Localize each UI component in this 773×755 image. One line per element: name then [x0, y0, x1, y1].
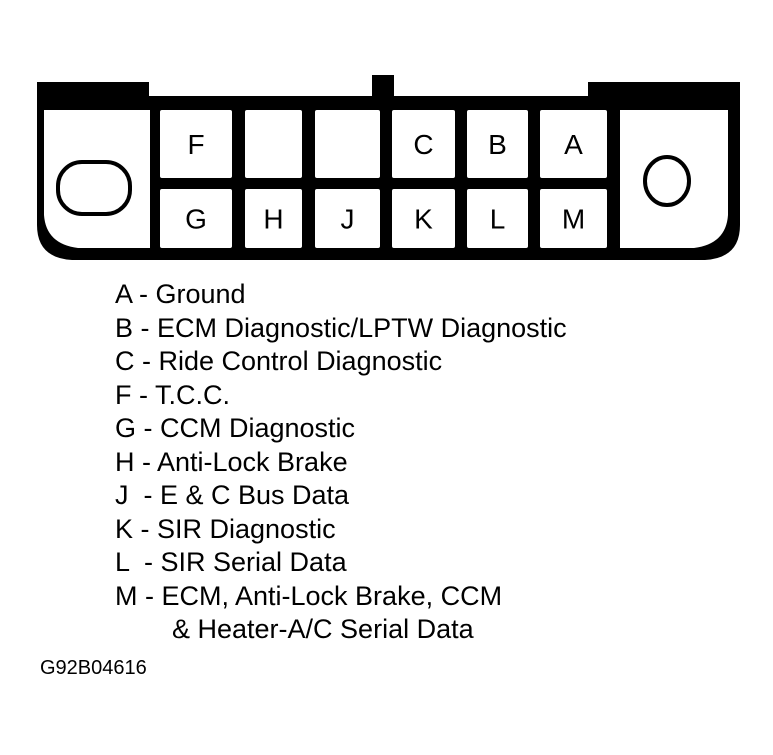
pin-label: K [414, 204, 433, 235]
pin-label: L [490, 204, 506, 235]
legend-item: L - SIR Serial Data [115, 547, 347, 577]
pin-cavity [160, 110, 232, 178]
legend-item: H - Anti-Lock Brake [115, 446, 348, 477]
legend-item: F - T.C.C. [115, 379, 231, 410]
pin-label: H [263, 204, 283, 235]
pin-cavity [540, 110, 607, 178]
pin-label: M [562, 204, 585, 235]
pin-label: G [185, 204, 207, 235]
pin-cavity [315, 189, 380, 248]
pin-label: C [413, 129, 433, 160]
legend-item: G - CCM Diagnostic [115, 413, 356, 443]
pin-cavity [245, 189, 302, 248]
legend-item: A - Ground [115, 279, 246, 309]
legend-item: B - ECM Diagnostic/LPTW Diagnostic [115, 312, 567, 343]
pin-label: F [187, 129, 204, 160]
legend-item-continuation: & Heater-A/C Serial Data [172, 614, 474, 644]
pin-cavity [315, 110, 380, 178]
legend-item: J - E & C Bus Data [115, 480, 350, 510]
pin-cavity [160, 189, 232, 248]
pin-label: A [564, 129, 583, 160]
pin-cavity [245, 110, 302, 178]
legend-item: M - ECM, Anti-Lock Brake, CCM [115, 580, 503, 611]
pin-cavity [540, 189, 607, 248]
legend-item: K - SIR Diagnostic [115, 513, 336, 544]
left-oval-hole [56, 160, 132, 216]
pin-label: J [341, 204, 355, 235]
pin-legend: A - Ground B - ECM Diagnostic/LPTW Diagn… [115, 278, 567, 647]
pin-cavity [392, 189, 455, 248]
pin-cavity [467, 110, 528, 178]
right-round-hole [643, 155, 691, 207]
pin-label: B [488, 129, 507, 160]
legend-item: C - Ride Control Diagnostic [115, 346, 443, 376]
figure-id: G92B04616 [40, 657, 147, 679]
pin-cavity [467, 189, 528, 248]
pin-cavity [392, 110, 455, 178]
